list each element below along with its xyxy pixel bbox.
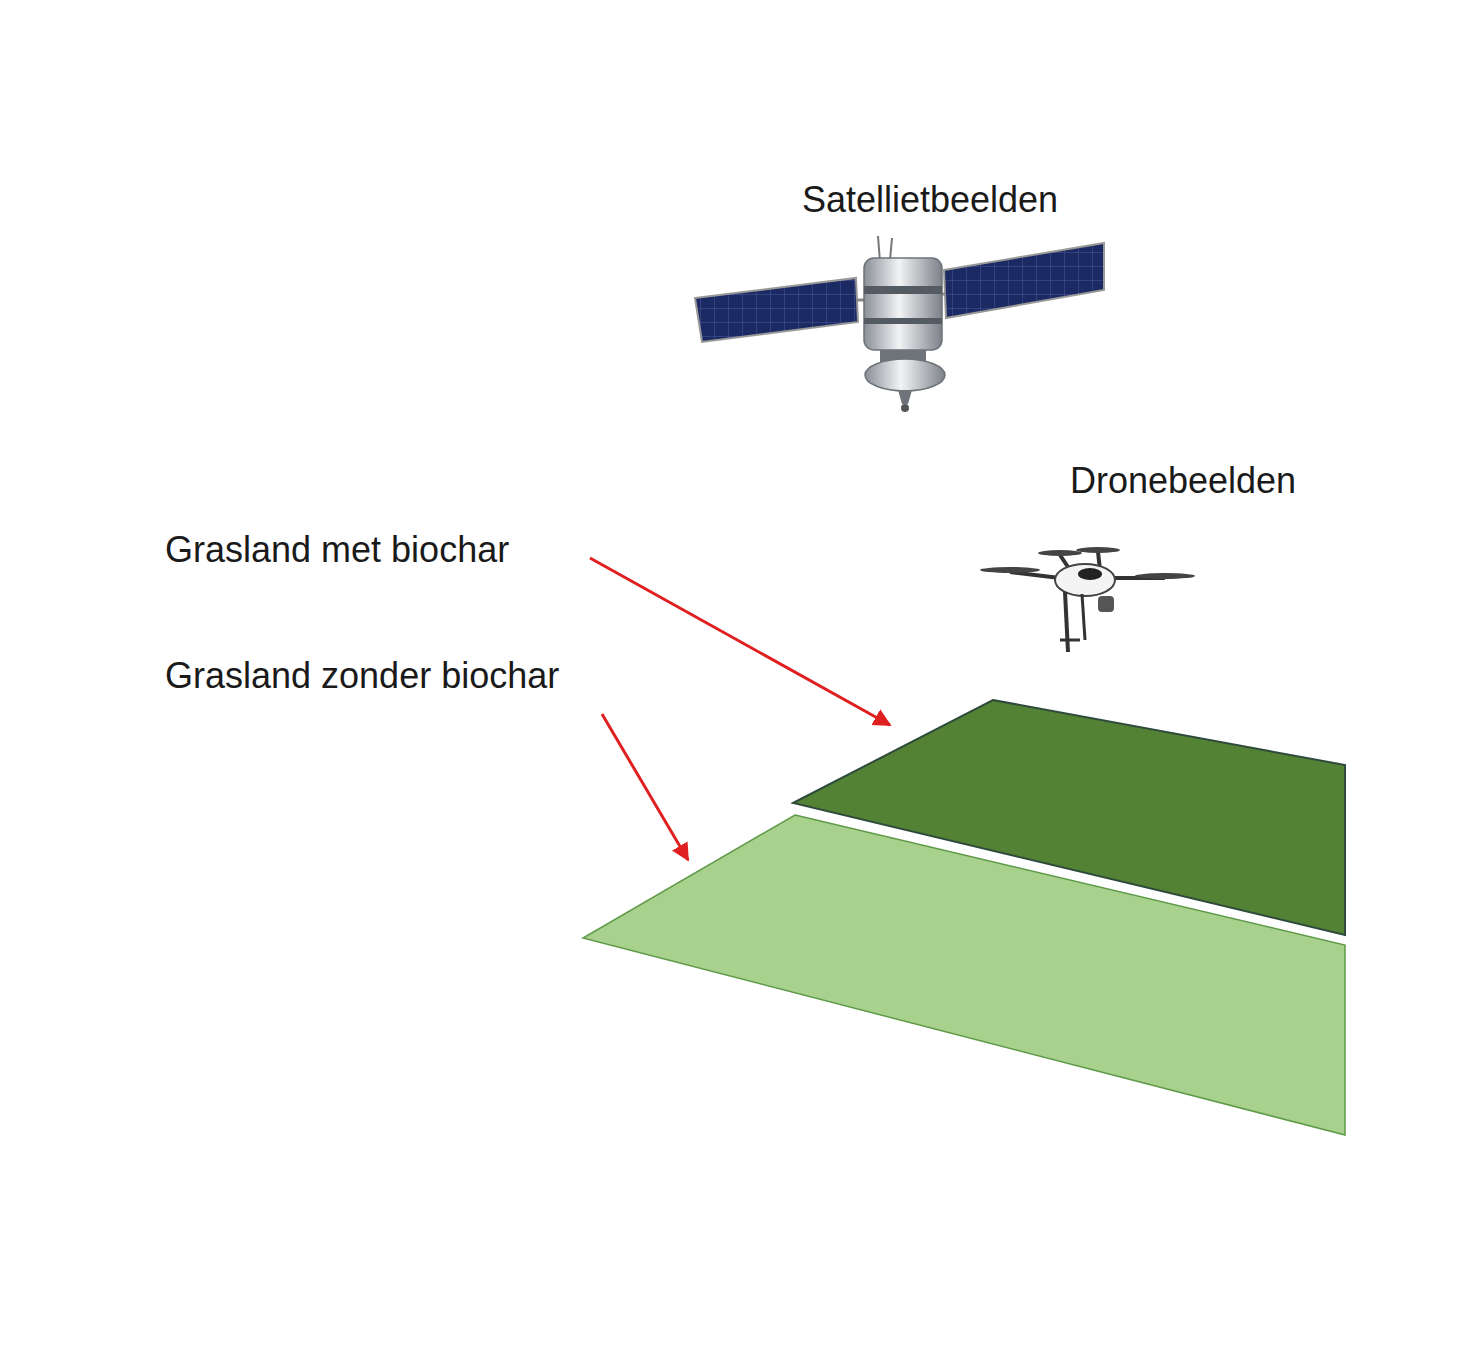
drone-icon — [980, 547, 1195, 652]
leader-arrow — [590, 558, 890, 725]
image-source-label-wrap: Dronebeelden — [1070, 459, 1296, 502]
field-without-biochar — [583, 815, 1345, 1135]
image-source-label-wrap: Satellietbeelden — [802, 178, 1058, 221]
image-source-label: Satellietbeelden — [802, 178, 1058, 221]
satellite-icon — [695, 236, 1104, 412]
field-label-wrap: Grasland zonder biochar — [165, 654, 559, 697]
field-label: Grasland zonder biochar — [165, 654, 559, 697]
leader-arrow — [602, 714, 688, 860]
image-source-label: Dronebeelden — [1070, 459, 1296, 502]
field-label: Grasland met biochar — [165, 528, 509, 571]
field-label-wrap: Grasland met biochar — [165, 528, 509, 571]
